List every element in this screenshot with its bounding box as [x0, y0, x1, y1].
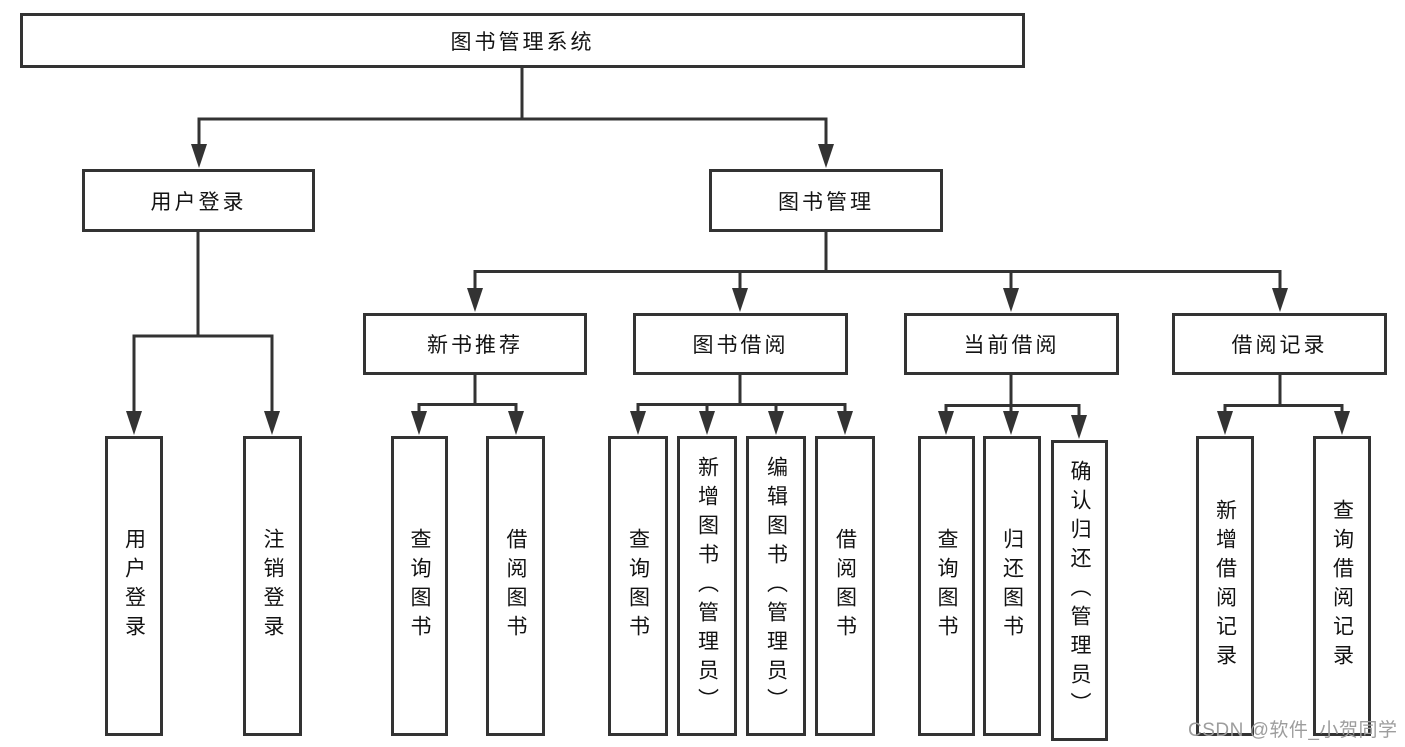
arrowheads: [126, 144, 1350, 439]
node-return-books: 归还图书: [983, 436, 1041, 736]
connector-bookmgmt-to-level3: [473, 232, 1282, 291]
arrowhead-icon: [508, 411, 524, 435]
node-current-borrowing-label: 当前借阅: [963, 334, 1060, 357]
node-system-root: 图书管理系统: [20, 13, 1025, 68]
node-borrow-books: 借阅图书: [815, 436, 875, 736]
node-borrowing-records: 借阅记录: [1172, 313, 1387, 375]
csdn-watermark: CSDN @软件_小贺同学: [1188, 720, 1398, 741]
node-logout-action: 注销登录: [243, 436, 302, 736]
connector-bookborrow-to-leaves: [636, 375, 847, 414]
arrowhead-icon: [837, 411, 853, 435]
connector-root-to-level2: [197, 67, 828, 147]
node-user-login-label: 用户登录: [150, 190, 247, 214]
node-recommend-borrow-books-label: 借阅图书: [504, 528, 527, 644]
node-query-borrow-record: 查询借阅记录: [1313, 436, 1371, 736]
node-book-management-label: 图书管理: [778, 190, 874, 214]
connector-borrowrecord-to-leaves: [1223, 375, 1344, 414]
node-login-action: 用户登录: [105, 436, 163, 736]
arrowhead-icon: [1334, 411, 1350, 435]
arrowhead-icon: [768, 411, 784, 435]
node-book-borrowing: 图书借阅: [633, 313, 848, 375]
arrowhead-icon: [191, 144, 207, 168]
arrowhead-icon: [126, 411, 142, 435]
node-return-books-label: 归还图书: [1000, 528, 1024, 644]
node-query-borrow-record-label: 查询借阅记录: [1330, 499, 1354, 673]
arrowhead-icon: [1071, 415, 1087, 439]
node-add-borrow-record-label: 新增借阅记录: [1213, 499, 1237, 673]
node-borrow-query-books: 查询图书: [608, 436, 668, 736]
node-recommend-query-books: 查询图书: [391, 436, 448, 736]
node-current-query-books-label: 查询图书: [935, 528, 958, 644]
node-book-management: 图书管理: [709, 169, 943, 232]
connector-userlogin-to-leaves: [132, 232, 274, 414]
node-confirm-return-admin-label: 确认归还（管理员）: [1068, 460, 1091, 721]
node-logout-action-label: 注销登录: [261, 528, 284, 644]
arrowhead-icon: [938, 411, 954, 435]
arrowhead-icon: [732, 288, 748, 312]
node-add-borrow-record: 新增借阅记录: [1196, 436, 1254, 736]
connector-currentborrow-to-leaves: [944, 375, 1081, 418]
node-edit-books-admin: 编辑图书（管理员）: [746, 436, 806, 736]
node-edit-books-admin-label: 编辑图书（管理员）: [764, 455, 788, 717]
node-system-root-label: 图书管理系统: [450, 30, 595, 54]
arrowhead-icon: [1217, 411, 1233, 435]
node-current-query-books: 查询图书: [918, 436, 975, 736]
arrowhead-icon: [1272, 288, 1288, 312]
node-new-book-recommend-label: 新书推荐: [427, 334, 523, 357]
arrowhead-icon: [1003, 288, 1019, 312]
node-recommend-borrow-books: 借阅图书: [486, 436, 545, 736]
node-user-login: 用户登录: [82, 169, 315, 232]
node-add-books-admin: 新增图书（管理员）: [677, 436, 737, 736]
node-new-book-recommend: 新书推荐: [363, 313, 587, 375]
arrowhead-icon: [818, 144, 834, 168]
node-current-borrowing: 当前借阅: [904, 313, 1119, 375]
node-confirm-return-admin: 确认归还（管理员）: [1051, 440, 1108, 741]
node-borrow-books-label: 借阅图书: [833, 528, 857, 644]
node-add-books-admin-label: 新增图书（管理员）: [695, 455, 719, 717]
connector-segments: [132, 67, 1344, 418]
node-recommend-query-books-label: 查询图书: [408, 528, 431, 644]
node-borrowing-records-label: 借阅记录: [1231, 334, 1328, 357]
arrowhead-icon: [1003, 411, 1019, 435]
arrowhead-icon: [467, 288, 483, 312]
node-borrow-query-books-label: 查询图书: [626, 528, 650, 644]
arrowhead-icon: [699, 411, 715, 435]
node-book-borrowing-label: 图书借阅: [692, 334, 789, 357]
connector-newbook-to-leaves: [417, 375, 518, 414]
node-login-action-label: 用户登录: [122, 528, 146, 644]
arrowhead-icon: [264, 411, 280, 435]
arrowhead-icon: [630, 411, 646, 435]
arrowhead-icon: [411, 411, 427, 435]
